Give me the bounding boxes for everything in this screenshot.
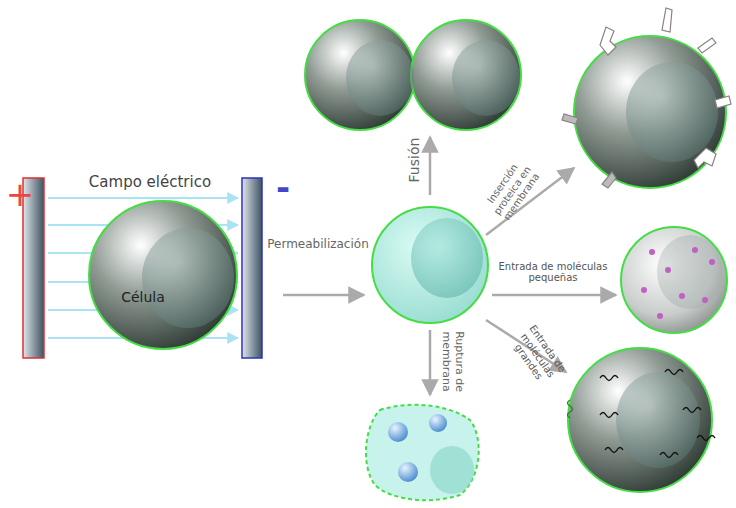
step-label: Entrada de moléculas pequeñas bbox=[498, 261, 608, 284]
field-label: Campo eléctrico bbox=[70, 174, 230, 191]
step-label: Fusión bbox=[406, 130, 422, 190]
membrane-proteins bbox=[562, 8, 731, 188]
small-molecules bbox=[641, 247, 715, 319]
minus-sign: - bbox=[268, 168, 298, 207]
permeabilized-cell bbox=[372, 207, 488, 323]
vesicle bbox=[388, 422, 408, 442]
plus-sign: + bbox=[0, 175, 40, 214]
vesicle bbox=[398, 462, 418, 482]
large-molecules bbox=[568, 370, 716, 458]
protein-cell bbox=[574, 36, 726, 188]
cell-node: Célula bbox=[89, 201, 237, 349]
fused-cell bbox=[305, 20, 415, 130]
fused-cell bbox=[411, 20, 521, 130]
nucleus bbox=[142, 228, 234, 328]
ruptured-cell bbox=[366, 405, 479, 500]
nucleus bbox=[411, 218, 483, 298]
cell bbox=[89, 201, 237, 349]
step-label: Ruptura de membrana bbox=[439, 322, 464, 402]
negative-plate bbox=[242, 178, 262, 358]
step-label: Inserción proteica en membrana bbox=[473, 144, 552, 236]
vesicle bbox=[429, 414, 447, 432]
step-label: Permeabilización bbox=[258, 238, 378, 252]
cell-label: Célula bbox=[121, 289, 165, 305]
small-molecule-cell bbox=[621, 227, 727, 333]
step-label: Entrada de moléculas grandes bbox=[501, 312, 575, 397]
large-molecule-cell bbox=[568, 348, 712, 492]
